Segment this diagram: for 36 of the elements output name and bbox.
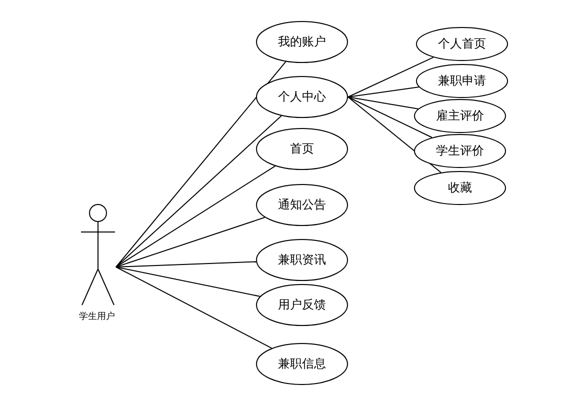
use-case-label: 收藏 (448, 180, 472, 196)
use-case-label: 兼职资讯 (278, 252, 326, 268)
use-case-label: 用户反馈 (278, 296, 326, 314)
association-line (348, 96, 419, 110)
use-case-ellipse (256, 343, 348, 385)
use-case-ellipse (414, 171, 506, 205)
use-case-ellipse (414, 99, 506, 133)
association-line (116, 261, 257, 268)
use-case-label: 通知公告 (278, 196, 326, 214)
use-case-ellipse (256, 128, 348, 170)
use-case-label: 我的账户 (278, 34, 326, 50)
use-case-ellipse (256, 239, 348, 281)
use-case-label: 雇主评价 (436, 108, 484, 124)
association-line (116, 166, 276, 268)
association-line (116, 266, 272, 349)
association-line (116, 216, 266, 268)
use-case-label: 兼职申请 (438, 72, 486, 90)
association-line (348, 56, 434, 98)
association-line (348, 86, 420, 98)
association-line (348, 96, 433, 138)
actor-label: 学生用户 (79, 310, 115, 323)
use-case-label: 兼职信息 (278, 356, 326, 372)
use-case-ellipse (256, 21, 348, 63)
use-case-ellipse (256, 76, 348, 118)
use-case-ellipse (256, 284, 348, 326)
use-case-label: 个人中心 (278, 88, 326, 106)
association-line (116, 61, 286, 268)
use-case-label: 首页 (290, 140, 314, 158)
use-case-label: 学生评价 (436, 142, 484, 160)
use-case-ellipse (414, 134, 506, 168)
use-case-ellipse (416, 27, 508, 61)
use-case-ellipse (256, 184, 348, 226)
use-case-label: 个人首页 (438, 36, 486, 52)
use-case-ellipse (416, 64, 508, 98)
association-line (116, 115, 282, 268)
association-line (116, 266, 261, 297)
